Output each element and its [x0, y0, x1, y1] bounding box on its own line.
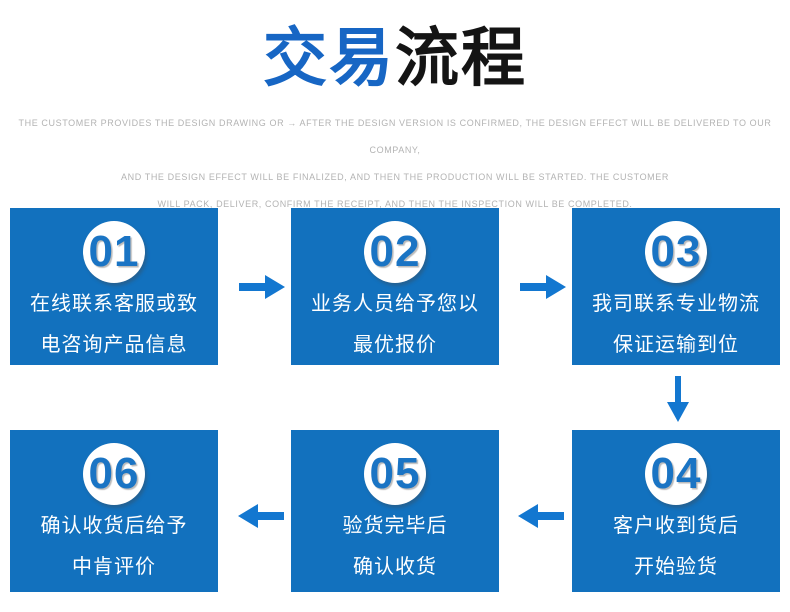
- subtitle-line-1: THE CUSTOMER PROVIDES THE DESIGN DRAWING…: [18, 118, 772, 155]
- step-number: 03: [650, 227, 702, 276]
- step-line-1: 客户收到货后: [613, 515, 739, 537]
- step-description: 我司联系专业物流 保证运输到位: [592, 284, 760, 366]
- step-box-06: 06 确认收货后给予 中肯评价: [10, 430, 218, 592]
- page-title: 交易流程: [0, 16, 790, 100]
- step-number: 04: [650, 449, 702, 498]
- step-line-2: 确认收货: [353, 556, 437, 578]
- step-box-01: 01 在线联系客服或致 电咨询产品信息: [10, 208, 218, 365]
- step-box-05: 05 验货完毕后 确认收货: [291, 430, 499, 592]
- step-box-02: 02 业务人员给予您以 最优报价: [291, 208, 499, 365]
- step-number: 01: [88, 227, 140, 276]
- title-highlight: 交易: [263, 22, 395, 94]
- step-description: 客户收到货后 开始验货: [613, 506, 739, 588]
- step-line-1: 确认收货后给予: [40, 515, 188, 537]
- step-line-2: 最优报价: [353, 334, 437, 356]
- step-number-badge: 02: [364, 221, 426, 283]
- step-line-2: 电咨询产品信息: [40, 334, 188, 356]
- step-number: 06: [88, 449, 140, 498]
- step-number-badge: 05: [364, 443, 426, 505]
- step-box-03: 03 我司联系专业物流 保证运输到位: [572, 208, 780, 365]
- step-number-badge: 03: [645, 221, 707, 283]
- step-line-2: 保证运输到位: [613, 334, 739, 356]
- step-line-1: 我司联系专业物流: [592, 293, 760, 315]
- step-line-2: 开始验货: [634, 556, 718, 578]
- arrow-left-icon: [238, 504, 284, 528]
- arrow-down-icon: [667, 376, 689, 422]
- step-number-badge: 01: [83, 221, 145, 283]
- subtitle-line-2: AND THE DESIGN EFFECT WILL BE FINALIZED,…: [121, 172, 669, 182]
- step-description: 在线联系客服或致 电咨询产品信息: [30, 284, 198, 366]
- arrow-right-icon: [520, 275, 566, 299]
- step-number: 05: [369, 449, 421, 498]
- step-description: 验货完毕后 确认收货: [343, 506, 448, 588]
- step-box-04: 04 客户收到货后 开始验货: [572, 430, 780, 592]
- subtitle: THE CUSTOMER PROVIDES THE DESIGN DRAWING…: [0, 110, 790, 218]
- subtitle-line-3: WILL PACK, DELIVER, CONFIRM THE RECEIPT,…: [157, 199, 633, 209]
- step-description: 确认收货后给予 中肯评价: [41, 506, 188, 588]
- title-rest: 流程: [395, 22, 527, 94]
- step-line-1: 验货完毕后: [342, 515, 448, 537]
- step-number: 02: [369, 227, 421, 276]
- step-number-badge: 06: [83, 443, 145, 505]
- step-line-1: 在线联系客服或致: [30, 293, 198, 315]
- step-line-1: 业务人员给予您以: [311, 293, 479, 315]
- arrow-left-icon: [518, 504, 564, 528]
- arrow-right-icon: [239, 275, 285, 299]
- step-number-badge: 04: [645, 443, 707, 505]
- step-line-2: 中肯评价: [72, 556, 156, 578]
- step-description: 业务人员给予您以 最优报价: [311, 284, 479, 366]
